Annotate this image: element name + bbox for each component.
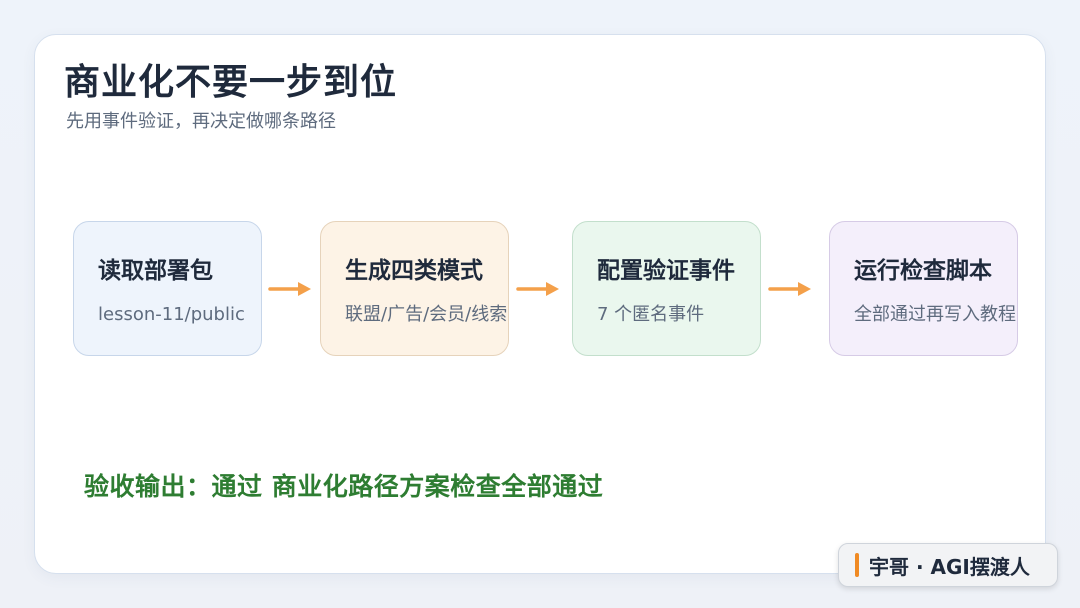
step-box-run-check-script: 运行检查脚本 全部通过再写入教程 [829, 221, 1018, 356]
step-box-generate-modes: 生成四类模式 联盟/广告/会员/线索 [320, 221, 509, 356]
author-badge: 宇哥 · AGI摆渡人 [838, 543, 1058, 587]
step-description: 7 个匿名事件 [597, 304, 705, 325]
arrow-right-icon [768, 282, 811, 296]
step-title: 配置验证事件 [597, 258, 735, 284]
step-description: 联盟/广告/会员/线索 [345, 304, 508, 325]
page-subtitle: 先用事件验证，再决定做哪条路径 [66, 111, 336, 132]
step-title: 读取部署包 [98, 258, 213, 284]
step-box-configure-events: 配置验证事件 7 个匿名事件 [572, 221, 761, 356]
acceptance-output-text: 验收输出：通过 商业化路径方案检查全部通过 [84, 472, 604, 501]
arrow-right-icon [516, 282, 559, 296]
author-label: 宇哥 · AGI摆渡人 [869, 554, 1030, 579]
page-title: 商业化不要一步到位 [64, 62, 398, 103]
step-description: lesson-11/public [98, 304, 245, 325]
accent-bar [855, 553, 859, 577]
step-description: 全部通过再写入教程 [854, 304, 1016, 325]
step-box-read-package: 读取部署包 lesson-11/public [73, 221, 262, 356]
step-title: 运行检查脚本 [854, 258, 992, 284]
step-title: 生成四类模式 [345, 258, 483, 284]
arrow-right-icon [268, 282, 311, 296]
